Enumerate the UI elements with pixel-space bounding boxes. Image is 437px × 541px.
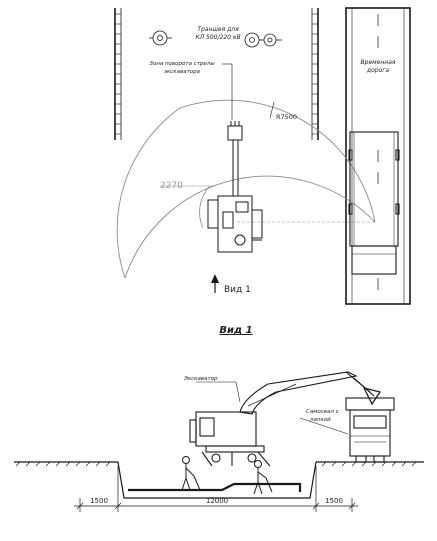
trench-label-line2: КЛ 500/220 кВ	[195, 34, 240, 41]
section-title: Вид 1	[219, 325, 252, 336]
view-arrow-label: Вид 1	[224, 285, 251, 295]
temp-road-label-line2: дорога	[366, 67, 389, 74]
boom-zone-label-line2: экскаватора	[164, 69, 201, 75]
worker-right	[253, 460, 273, 495]
inner-radius-label: 2270	[160, 181, 183, 191]
boom-swing-zone-arc-upper	[116, 99, 376, 279]
section-view	[14, 371, 424, 512]
excavator-side	[189, 371, 382, 467]
ground-line	[14, 461, 424, 499]
dump-truck-plan	[348, 131, 400, 275]
radius-leader	[269, 101, 275, 119]
dump-truck-side	[345, 397, 395, 463]
temp-road-label-line1: Временная	[361, 59, 396, 66]
excavator-label: Экскаватор	[183, 376, 218, 382]
boom-zone-label-line1: Зона поворота стрелы	[149, 61, 215, 67]
boom-swing-zone-arc	[124, 175, 376, 279]
worker-left	[181, 456, 201, 491]
dimension-middle: 12000	[206, 497, 228, 505]
truck-label-line1: Самосвал с	[306, 409, 339, 415]
truck-leader	[299, 417, 349, 435]
radius-label: R7500	[276, 113, 297, 121]
plan-view	[114, 7, 411, 305]
cable-bed	[128, 482, 302, 492]
excavator-plan	[207, 121, 263, 253]
cable-drum-left	[149, 30, 172, 46]
trench	[114, 8, 319, 140]
trench-label-line1: Траншея для	[197, 26, 239, 33]
view-arrow	[211, 274, 219, 293]
temporary-road	[345, 7, 411, 305]
dimension-lines	[74, 466, 358, 512]
dimension-left: 1500	[90, 497, 108, 505]
inner-radius-arc	[199, 185, 211, 229]
cable-drum-right	[244, 32, 282, 48]
dimension-right: 1500	[325, 497, 343, 505]
truck-label-line2: лапкой	[309, 417, 331, 423]
